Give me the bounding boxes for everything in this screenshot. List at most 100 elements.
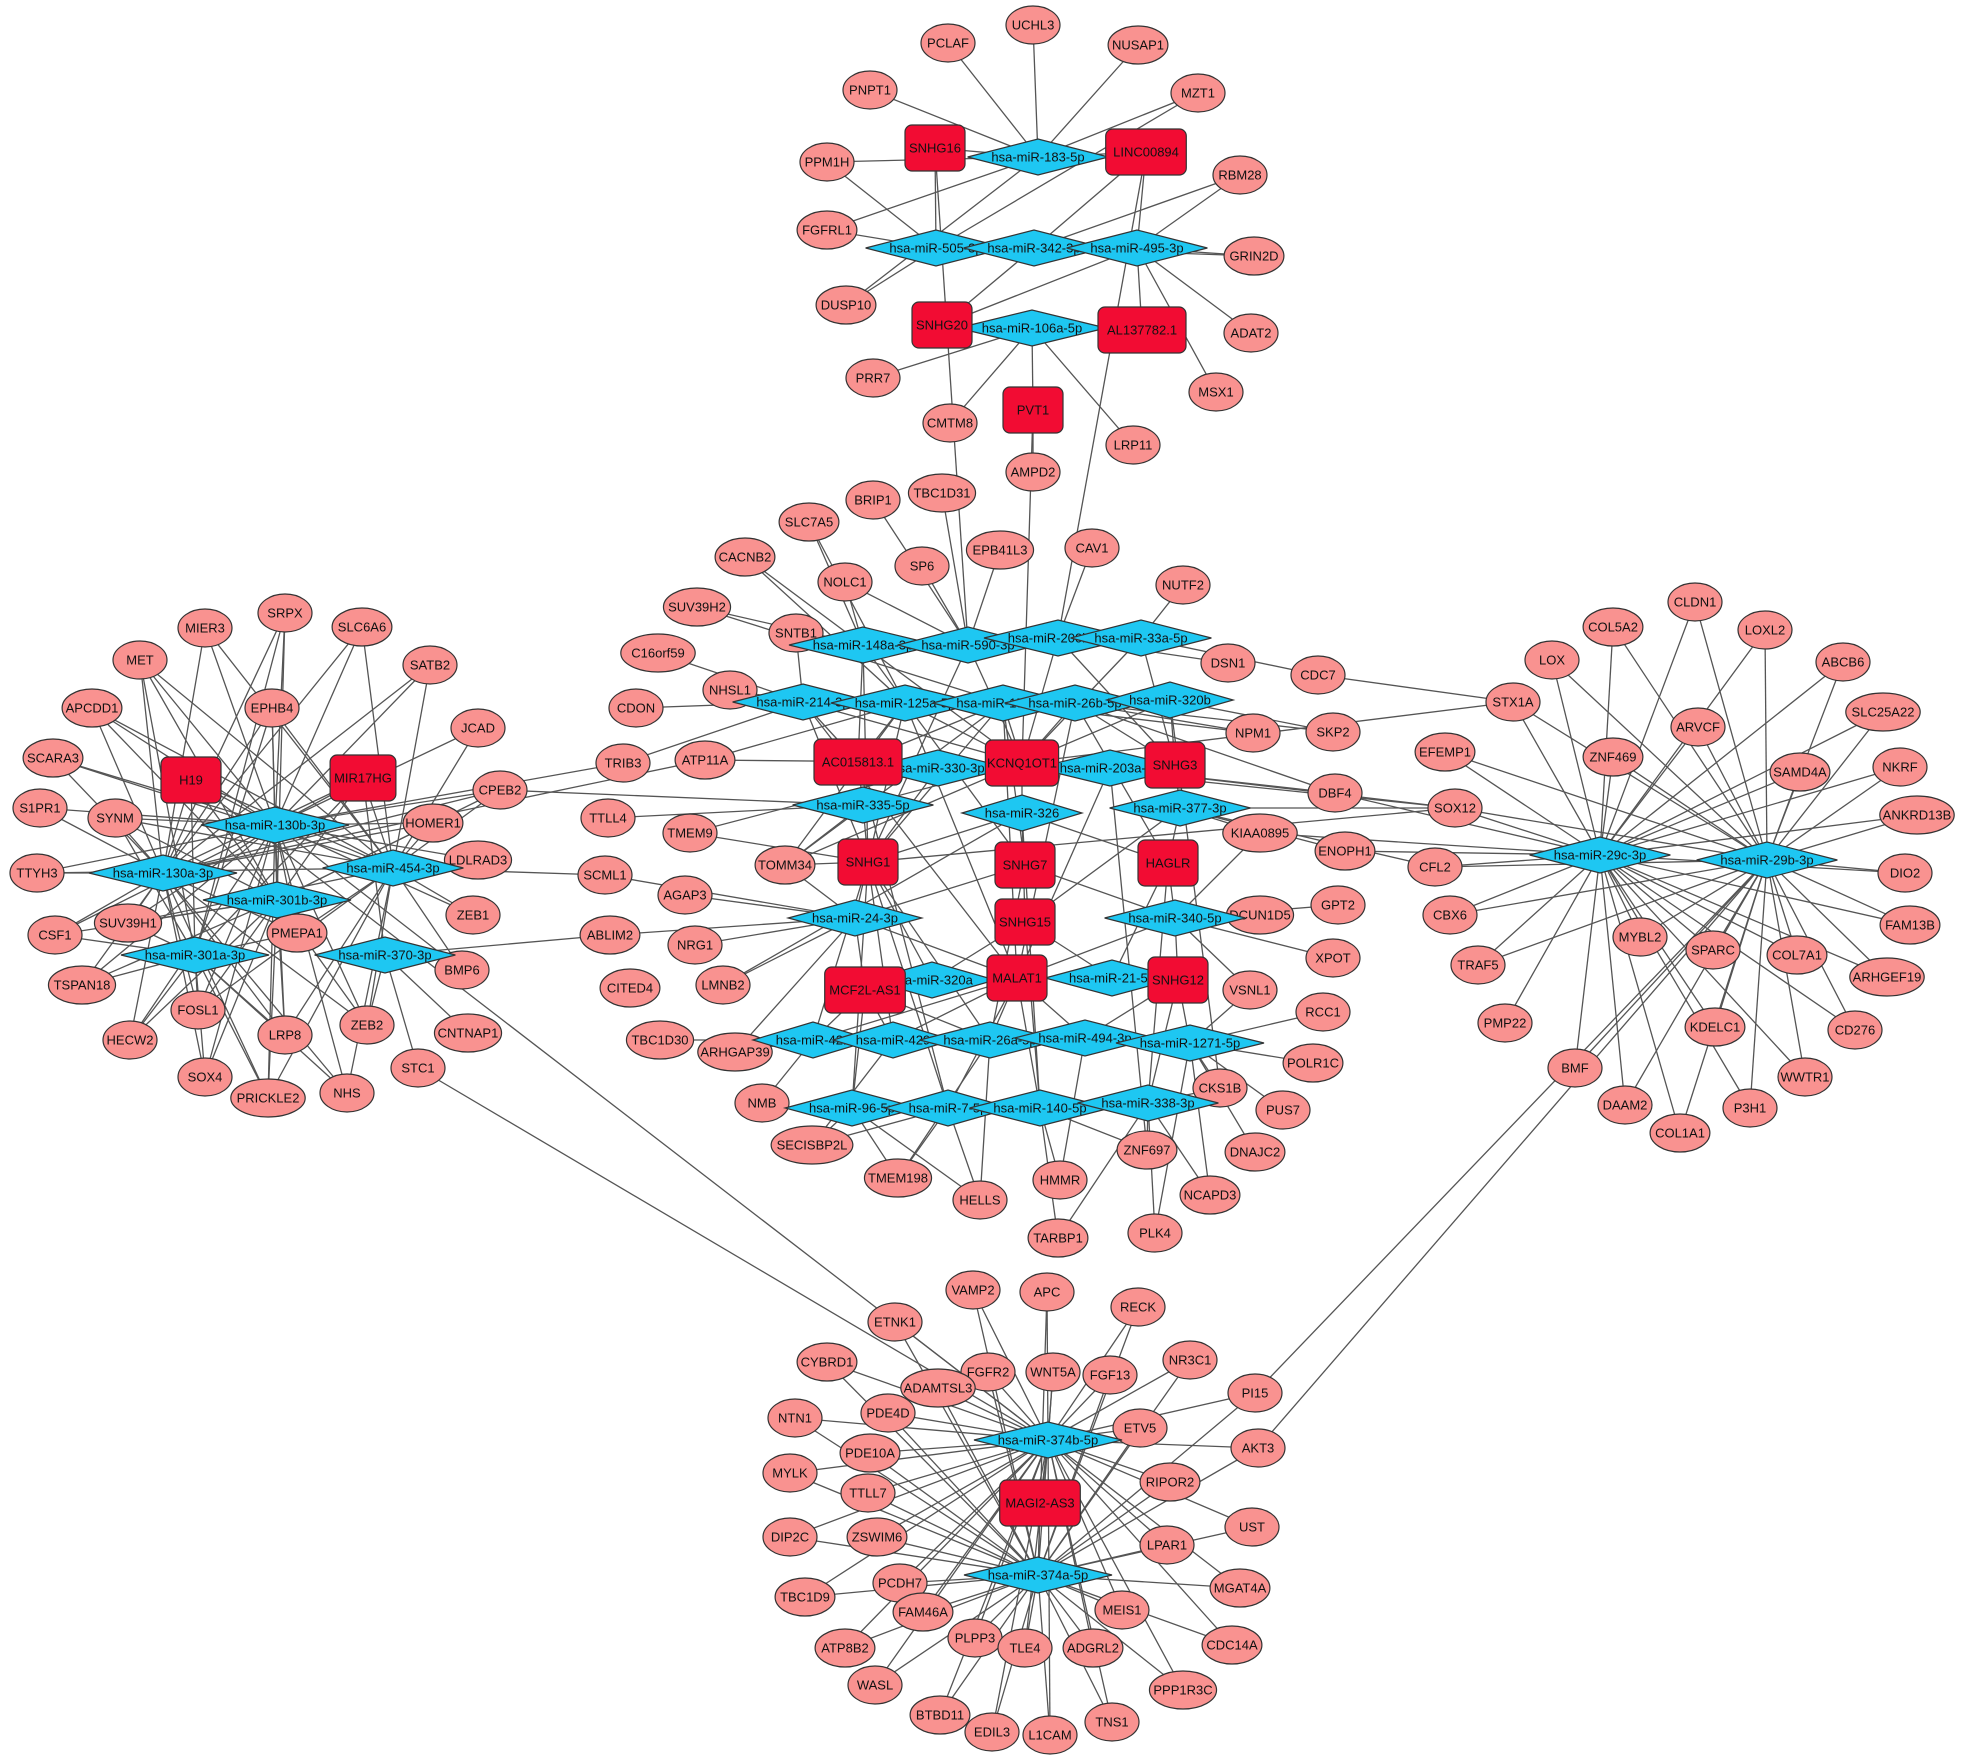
gene-node-slc6a6[interactable]: SLC6A6: [331, 607, 393, 647]
mirna-node-hsa-mir-320b[interactable]: hsa-miR-320b: [1104, 681, 1236, 719]
gene-node-nusap1[interactable]: NUSAP1: [1107, 25, 1169, 65]
gene-node-cdc7[interactable]: CDC7: [1290, 655, 1346, 695]
gene-node-fgf13[interactable]: FGF13: [1082, 1355, 1138, 1395]
gene-node-abcb6[interactable]: ABCB6: [1815, 642, 1871, 682]
gene-node-secisbp2l[interactable]: SECISBP2L: [770, 1125, 854, 1165]
gene-node-reck[interactable]: RECK: [1110, 1287, 1166, 1327]
gene-node-uchl3[interactable]: UCHL3: [1005, 5, 1061, 45]
gene-node-pde10a[interactable]: PDE10A: [839, 1433, 901, 1473]
gene-node-samd4a[interactable]: SAMD4A: [1769, 752, 1831, 792]
lncrna-node-snhg7[interactable]: SNHG7: [994, 841, 1056, 889]
gene-node-nutf2[interactable]: NUTF2: [1155, 565, 1211, 605]
mirna-node-hsa-mir-29b-3p[interactable]: hsa-miR-29b-3p: [1696, 841, 1838, 879]
gene-node-cdc14a[interactable]: CDC14A: [1201, 1625, 1263, 1665]
mirna-node-hsa-mir-33a-5p[interactable]: hsa-miR-33a-5p: [1070, 619, 1212, 657]
gene-node-pmp22[interactable]: PMP22: [1477, 1003, 1533, 1043]
gene-node-zeb1[interactable]: ZEB1: [445, 895, 501, 935]
gene-node-meis1[interactable]: MEIS1: [1094, 1590, 1150, 1630]
gene-node-prickle2[interactable]: PRICKLE2: [230, 1078, 306, 1118]
gene-node-daam2[interactable]: DAAM2: [1597, 1085, 1653, 1125]
gene-node-akt3[interactable]: AKT3: [1230, 1428, 1286, 1468]
gene-node-adgrl2[interactable]: ADGRL2: [1062, 1628, 1124, 1668]
gene-node-dio2[interactable]: DIO2: [1877, 853, 1933, 893]
gene-node-atp8b2[interactable]: ATP8B2: [814, 1628, 876, 1668]
gene-node-hells[interactable]: HELLS: [952, 1180, 1008, 1220]
gene-node-ttll4[interactable]: TTLL4: [580, 798, 636, 838]
mirna-node-hsa-mir-495-3p[interactable]: hsa-miR-495-3p: [1066, 229, 1208, 267]
gene-node-ppp1r3c[interactable]: PPP1R3C: [1148, 1670, 1218, 1710]
gene-node-atp11a[interactable]: ATP11A: [674, 740, 736, 780]
gene-node-stx1a[interactable]: STX1A: [1485, 682, 1541, 722]
gene-node-sox12[interactable]: SOX12: [1427, 788, 1483, 828]
gene-node-nrg1[interactable]: NRG1: [667, 925, 723, 965]
gene-node-gpt2[interactable]: GPT2: [1310, 885, 1366, 925]
lncrna-node-magi2-as3[interactable]: MAGI2-AS3: [999, 1479, 1081, 1527]
gene-node-nkrf[interactable]: NKRF: [1872, 747, 1928, 787]
lncrna-node-h19[interactable]: H19: [160, 756, 222, 804]
mirna-node-hsa-mir-454-3p[interactable]: hsa-miR-454-3p: [322, 849, 464, 887]
gene-node-arhgef19[interactable]: ARHGEF19: [1849, 957, 1925, 997]
gene-node-slc25a22[interactable]: SLC25A22: [1845, 692, 1921, 732]
gene-node-mier3[interactable]: MIER3: [177, 608, 233, 648]
gene-node-scara3[interactable]: SCARA3: [22, 738, 84, 778]
lncrna-node-snhg16[interactable]: SNHG16: [904, 124, 966, 172]
gene-node-hecw2[interactable]: HECW2: [102, 1020, 158, 1060]
gene-node-tbc1d9[interactable]: TBC1D9: [774, 1577, 836, 1617]
gene-node-col1a1[interactable]: COL1A1: [1649, 1113, 1711, 1153]
gene-node-edil3[interactable]: EDIL3: [964, 1712, 1020, 1752]
gene-node-wwtr1[interactable]: WWTR1: [1777, 1057, 1833, 1097]
gene-node-zeb2[interactable]: ZEB2: [339, 1005, 395, 1045]
gene-node-nr3c1[interactable]: NR3C1: [1162, 1340, 1218, 1380]
gene-node-suv39h1[interactable]: SUV39H1: [93, 903, 163, 943]
gene-node-btbd11[interactable]: BTBD11: [909, 1695, 971, 1735]
mirna-node-hsa-mir-301b-3p[interactable]: hsa-miR-301b-3p: [202, 881, 352, 919]
gene-node-ntn1[interactable]: NTN1: [767, 1398, 823, 1438]
gene-node-scml1[interactable]: SCML1: [577, 855, 633, 895]
lncrna-node-snhg20[interactable]: SNHG20: [911, 301, 973, 349]
gene-node-p3h1[interactable]: P3H1: [1722, 1088, 1778, 1128]
gene-node-znf469[interactable]: ZNF469: [1582, 737, 1644, 777]
lncrna-node-kcnq1ot1[interactable]: KCNQ1OT1: [984, 739, 1060, 787]
gene-node-fgfrl1[interactable]: FGFRL1: [796, 210, 858, 250]
gene-node-wasl[interactable]: WASL: [847, 1665, 903, 1705]
mirna-node-hsa-mir-326[interactable]: hsa-miR-326: [959, 794, 1085, 832]
gene-node-synm[interactable]: SYNM: [87, 798, 143, 838]
gene-node-adat2[interactable]: ADAT2: [1223, 313, 1279, 353]
lncrna-node-linc00894[interactable]: LINC00894: [1105, 128, 1187, 176]
gene-node-tmem198[interactable]: TMEM198: [863, 1158, 933, 1198]
gene-node-plk4[interactable]: PLK4: [1127, 1213, 1183, 1253]
gene-node-s1pr1[interactable]: S1PR1: [12, 788, 68, 828]
gene-node-pde4d[interactable]: PDE4D: [860, 1393, 916, 1433]
gene-node-tle4[interactable]: TLE4: [997, 1628, 1053, 1668]
gene-node-csf1[interactable]: CSF1: [27, 915, 83, 955]
gene-node-cav1[interactable]: CAV1: [1064, 528, 1120, 568]
gene-node-epb41l3[interactable]: EPB41L3: [965, 530, 1035, 570]
gene-node-hmmr[interactable]: HMMR: [1032, 1160, 1088, 1200]
gene-node-nolc1[interactable]: NOLC1: [817, 562, 873, 602]
gene-node-kiaa0895[interactable]: KIAA0895: [1222, 813, 1298, 853]
gene-node-plpp3[interactable]: PLPP3: [947, 1618, 1003, 1658]
lncrna-node-snhg1[interactable]: SNHG1: [837, 838, 899, 886]
gene-node-zswim6[interactable]: ZSWIM6: [846, 1517, 908, 1557]
gene-node-lpar1[interactable]: LPAR1: [1139, 1525, 1195, 1565]
gene-node-cpeb2[interactable]: CPEB2: [472, 770, 528, 810]
gene-node-lmnb2[interactable]: LMNB2: [695, 965, 751, 1005]
lncrna-node-snhg12[interactable]: SNHG12: [1147, 956, 1209, 1004]
gene-node-tspan18[interactable]: TSPAN18: [47, 965, 117, 1005]
gene-node-sparc[interactable]: SPARC: [1685, 930, 1741, 970]
gene-node-adamtsl3[interactable]: ADAMTSL3: [900, 1368, 976, 1408]
gene-node-met[interactable]: MET: [112, 640, 168, 680]
gene-node-ripor2[interactable]: RIPOR2: [1139, 1462, 1201, 1502]
gene-node-ampd2[interactable]: AMPD2: [1005, 452, 1061, 492]
lncrna-node-malat1[interactable]: MALAT1: [986, 954, 1048, 1002]
lncrna-node-snhg3[interactable]: SNHG3: [1144, 741, 1206, 789]
lncrna-node-mcf2l-as1[interactable]: MCF2L-AS1: [824, 966, 906, 1014]
gene-node-bmf[interactable]: BMF: [1547, 1048, 1603, 1088]
gene-node-cntnap1[interactable]: CNTNAP1: [433, 1013, 503, 1053]
gene-node-ncapd3[interactable]: NCAPD3: [1179, 1175, 1241, 1215]
gene-node-loxl2[interactable]: LOXL2: [1737, 610, 1793, 650]
gene-node-mybl2[interactable]: MYBL2: [1612, 917, 1668, 957]
gene-node-cybrd1[interactable]: CYBRD1: [796, 1342, 858, 1382]
gene-node-npm1[interactable]: NPM1: [1225, 713, 1281, 753]
gene-node-tarbp1[interactable]: TARBP1: [1027, 1218, 1089, 1258]
